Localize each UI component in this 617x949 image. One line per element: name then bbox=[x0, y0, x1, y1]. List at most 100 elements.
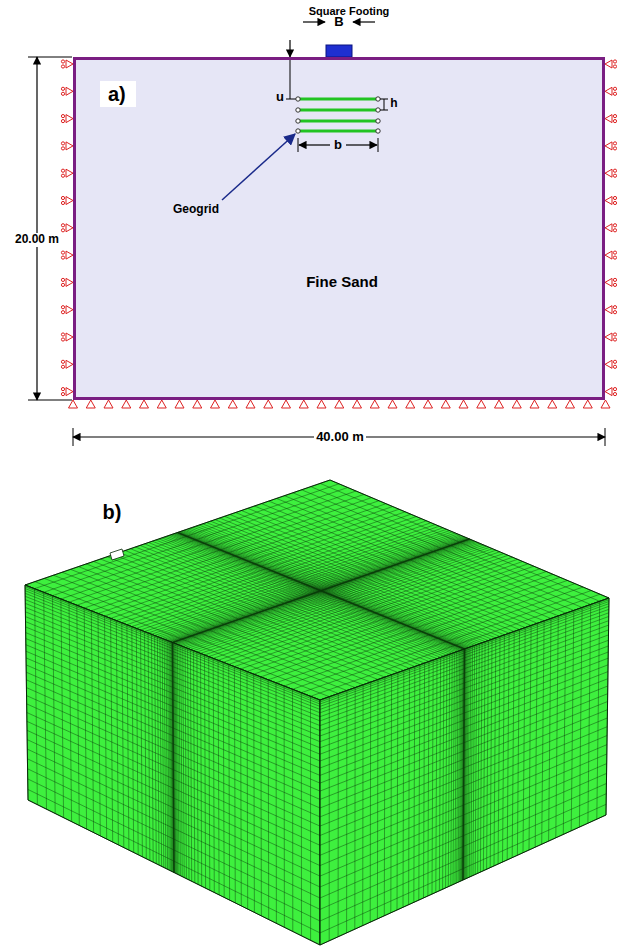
roller-support bbox=[66, 169, 73, 177]
roller-support bbox=[66, 197, 73, 205]
material-label: Fine Sand bbox=[306, 274, 378, 291]
pin-support bbox=[370, 400, 379, 408]
pin-support bbox=[530, 400, 539, 408]
roller-support bbox=[66, 306, 73, 314]
dimension-arrow bbox=[289, 40, 290, 57]
pin-support bbox=[228, 400, 237, 408]
pin-support bbox=[424, 400, 433, 408]
roller-support bbox=[66, 251, 73, 259]
roller-support bbox=[61, 142, 64, 145]
pin-support bbox=[459, 400, 468, 408]
roller-support bbox=[61, 251, 64, 254]
pin-support bbox=[282, 400, 291, 408]
dimension-tick bbox=[380, 110, 388, 111]
pin-support bbox=[441, 400, 450, 408]
pin-support bbox=[548, 400, 557, 408]
dimension-tick bbox=[380, 99, 388, 100]
pin-support bbox=[566, 400, 575, 408]
dimension-label: 40.00 m bbox=[314, 430, 366, 444]
roller-support bbox=[613, 224, 616, 227]
roller-support bbox=[66, 115, 73, 123]
roller-support bbox=[66, 224, 73, 232]
roller-support bbox=[605, 251, 612, 259]
dimension-arrow bbox=[346, 144, 377, 145]
dimension-line bbox=[384, 99, 385, 110]
roller-support bbox=[66, 278, 73, 286]
roller-support bbox=[605, 278, 612, 286]
pin-support bbox=[583, 400, 592, 408]
roller-support bbox=[61, 229, 64, 232]
panel-label: a) bbox=[108, 83, 128, 105]
roller-support bbox=[61, 196, 64, 199]
roller-support bbox=[61, 92, 64, 95]
pin-support bbox=[495, 400, 504, 408]
roller-support bbox=[61, 115, 64, 118]
pin-support bbox=[406, 400, 415, 408]
roller-support bbox=[605, 224, 612, 232]
dimension-label: B bbox=[334, 15, 343, 29]
roller-support bbox=[61, 169, 64, 172]
roller-support bbox=[61, 311, 64, 314]
dimension-tick bbox=[378, 138, 379, 152]
mesh-edge bbox=[25, 585, 320, 945]
roller-support bbox=[605, 306, 612, 314]
dimension-label: 20.00 m bbox=[13, 233, 61, 246]
roller-support bbox=[613, 278, 616, 281]
roller-support bbox=[613, 388, 616, 391]
pin-support bbox=[477, 400, 486, 408]
roller-support bbox=[66, 142, 73, 150]
roller-support bbox=[613, 87, 616, 90]
roller-support bbox=[61, 147, 64, 150]
roller-support bbox=[61, 201, 64, 204]
roller-support bbox=[61, 333, 64, 336]
dimension-tick bbox=[28, 400, 72, 401]
dimension-label: b bbox=[332, 138, 344, 152]
boundary-supports bbox=[61, 60, 616, 408]
pin-support bbox=[353, 400, 362, 408]
part-name: Square Footing bbox=[309, 5, 390, 17]
roller-support bbox=[613, 201, 616, 204]
pin-support bbox=[335, 400, 344, 408]
roller-support bbox=[66, 333, 73, 341]
dimension-tick bbox=[605, 428, 606, 446]
dimension-arrow bbox=[299, 144, 330, 145]
roller-support bbox=[66, 388, 73, 396]
mesh-face bbox=[25, 585, 320, 945]
roller-support bbox=[61, 224, 64, 227]
roller-support bbox=[613, 169, 616, 172]
dimension-tick bbox=[286, 99, 296, 100]
roller-support bbox=[66, 60, 73, 68]
roller-support bbox=[61, 360, 64, 363]
roller-support bbox=[61, 365, 64, 368]
roller-support bbox=[613, 60, 616, 63]
roller-support bbox=[61, 120, 64, 123]
roller-support bbox=[613, 142, 616, 145]
geogrid-layers bbox=[296, 97, 380, 133]
roller-support bbox=[61, 278, 64, 281]
roller-support bbox=[613, 65, 616, 68]
roller-support bbox=[605, 360, 612, 368]
roller-support bbox=[605, 142, 612, 150]
roller-support bbox=[66, 87, 73, 95]
mesh-lines bbox=[25, 585, 320, 945]
panel-label: b) bbox=[103, 501, 122, 523]
pin-support bbox=[264, 400, 273, 408]
pin-support bbox=[69, 400, 78, 408]
mesh-lines bbox=[320, 598, 609, 945]
roller-support bbox=[61, 60, 64, 63]
dimension-label: h bbox=[390, 97, 397, 110]
roller-support bbox=[61, 65, 64, 68]
pin-support bbox=[246, 400, 255, 408]
roller-support bbox=[66, 360, 73, 368]
pin-support bbox=[193, 400, 202, 408]
pin-support bbox=[211, 400, 220, 408]
roller-support bbox=[61, 388, 64, 391]
roller-support bbox=[613, 338, 616, 341]
dimension-arrow bbox=[353, 21, 375, 22]
roller-support bbox=[61, 338, 64, 341]
roller-support bbox=[613, 283, 616, 286]
roller-support bbox=[61, 256, 64, 259]
roller-support bbox=[613, 306, 616, 309]
roller-support bbox=[613, 120, 616, 123]
